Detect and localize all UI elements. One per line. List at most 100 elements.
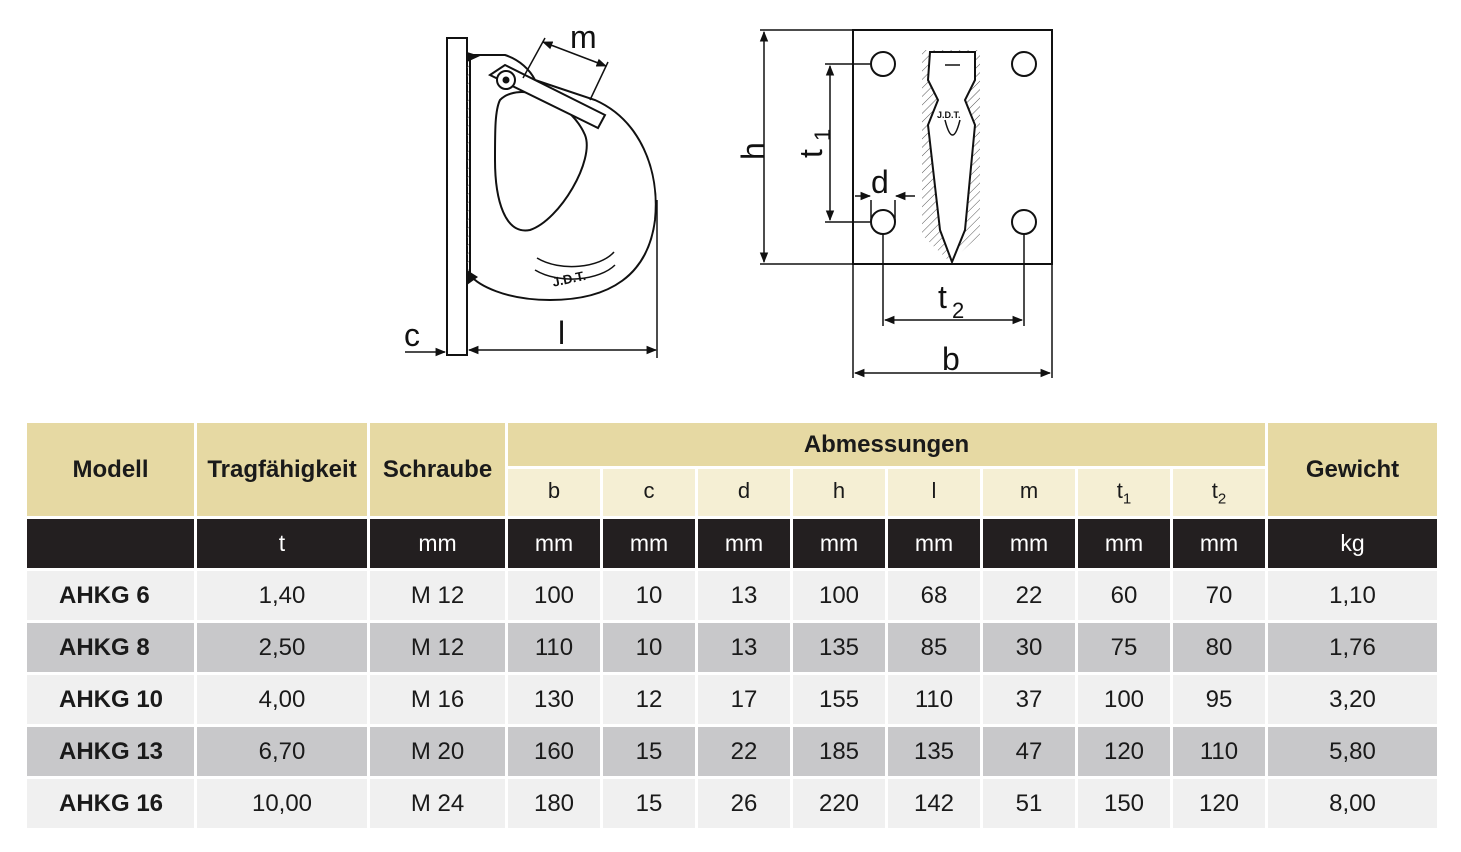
value-cell: M 20 xyxy=(367,724,508,779)
model-cell: AHKG 8 xyxy=(24,620,197,675)
value-cell: 110 xyxy=(505,620,603,675)
value-cell: 51 xyxy=(980,776,1078,831)
svg-text:t: t xyxy=(793,149,829,158)
header-dim-1: c xyxy=(600,466,698,519)
value-cell: M 12 xyxy=(367,568,508,623)
value-cell: 13 xyxy=(695,620,793,675)
value-cell: M 16 xyxy=(367,672,508,727)
header-dim-5: m xyxy=(980,466,1078,519)
model-cell: AHKG 10 xyxy=(24,672,197,727)
header-schraube: Schraube xyxy=(367,420,508,519)
value-cell: 185 xyxy=(790,724,888,779)
value-cell: 5,80 xyxy=(1265,724,1440,779)
value-cell: 4,00 xyxy=(194,672,370,727)
value-cell: 15 xyxy=(600,724,698,779)
unit-cell: mm xyxy=(980,516,1078,571)
value-cell: 68 xyxy=(885,568,983,623)
unit-cell: mm xyxy=(505,516,603,571)
value-cell: 6,70 xyxy=(194,724,370,779)
value-cell: 110 xyxy=(885,672,983,727)
value-cell: 135 xyxy=(790,620,888,675)
label-m: m xyxy=(570,19,597,55)
value-cell: 47 xyxy=(980,724,1078,779)
value-cell: 22 xyxy=(695,724,793,779)
header-dim-6: t1 xyxy=(1075,466,1173,519)
header-modell: Modell xyxy=(24,420,197,519)
drawings-svg: m c l J.D.T. xyxy=(404,19,1053,378)
value-cell: 100 xyxy=(505,568,603,623)
value-cell: 10 xyxy=(600,620,698,675)
technical-drawing: m c l J.D.T. xyxy=(0,0,1461,395)
header-dim-0: b xyxy=(505,466,603,519)
value-cell: 180 xyxy=(505,776,603,831)
value-cell: 135 xyxy=(885,724,983,779)
unit-cell: mm xyxy=(600,516,698,571)
unit-cell: mm xyxy=(1170,516,1268,571)
unit-cell: mm xyxy=(1075,516,1173,571)
header-dim-3: h xyxy=(790,466,888,519)
header-dim-2: d xyxy=(695,466,793,519)
value-cell: 30 xyxy=(980,620,1078,675)
value-cell: 80 xyxy=(1170,620,1268,675)
value-cell: 10,00 xyxy=(194,776,370,831)
value-cell: 1,40 xyxy=(194,568,370,623)
label-d: d xyxy=(871,164,889,200)
header-tragfaehigkeit: Tragfähigkeit xyxy=(194,420,370,519)
svg-text:2: 2 xyxy=(952,298,964,323)
label-b: b xyxy=(942,341,960,377)
value-cell: 75 xyxy=(1075,620,1173,675)
model-cell: AHKG 6 xyxy=(24,568,197,623)
model-cell: AHKG 13 xyxy=(24,724,197,779)
value-cell: M 24 xyxy=(367,776,508,831)
plate-front-view xyxy=(759,29,1053,378)
spec-table: Modell Tragfähigkeit Schraube Abmessunge… xyxy=(24,420,1440,831)
unit-cell: mm xyxy=(695,516,793,571)
value-cell: 85 xyxy=(885,620,983,675)
value-cell: 12 xyxy=(600,672,698,727)
unit-cell: mm xyxy=(367,516,508,571)
value-cell: 120 xyxy=(1170,776,1268,831)
value-cell: 220 xyxy=(790,776,888,831)
unit-cell: mm xyxy=(885,516,983,571)
label-c: c xyxy=(404,317,420,353)
value-cell: 100 xyxy=(790,568,888,623)
value-cell: 155 xyxy=(790,672,888,727)
value-cell: 13 xyxy=(695,568,793,623)
svg-text:1: 1 xyxy=(810,129,835,141)
value-cell: 2,50 xyxy=(194,620,370,675)
value-cell: 1,76 xyxy=(1265,620,1440,675)
header-dim-4: l xyxy=(885,466,983,519)
model-cell: AHKG 16 xyxy=(24,776,197,831)
unit-cell xyxy=(24,516,197,571)
header-dim-7: t2 xyxy=(1170,466,1268,519)
unit-cell: mm xyxy=(790,516,888,571)
value-cell: 15 xyxy=(600,776,698,831)
svg-text:t: t xyxy=(938,279,947,315)
label-t1: t 1 xyxy=(793,129,835,158)
label-t2: t 2 xyxy=(938,279,964,323)
value-cell: 100 xyxy=(1075,672,1173,727)
value-cell: 37 xyxy=(980,672,1078,727)
brand-mark-left: J.D.T. xyxy=(551,268,587,290)
value-cell: 60 xyxy=(1075,568,1173,623)
value-cell: 1,10 xyxy=(1265,568,1440,623)
label-l: l xyxy=(558,315,565,351)
label-h: h xyxy=(735,142,771,160)
value-cell: 3,20 xyxy=(1265,672,1440,727)
value-cell: 95 xyxy=(1170,672,1268,727)
brand-mark-right: J.D.T. xyxy=(937,110,961,120)
value-cell: 8,00 xyxy=(1265,776,1440,831)
value-cell: 10 xyxy=(600,568,698,623)
header-gewicht: Gewicht xyxy=(1265,420,1440,519)
value-cell: 120 xyxy=(1075,724,1173,779)
value-cell: 160 xyxy=(505,724,603,779)
value-cell: 130 xyxy=(505,672,603,727)
unit-cell: kg xyxy=(1265,516,1440,571)
value-cell: 142 xyxy=(885,776,983,831)
